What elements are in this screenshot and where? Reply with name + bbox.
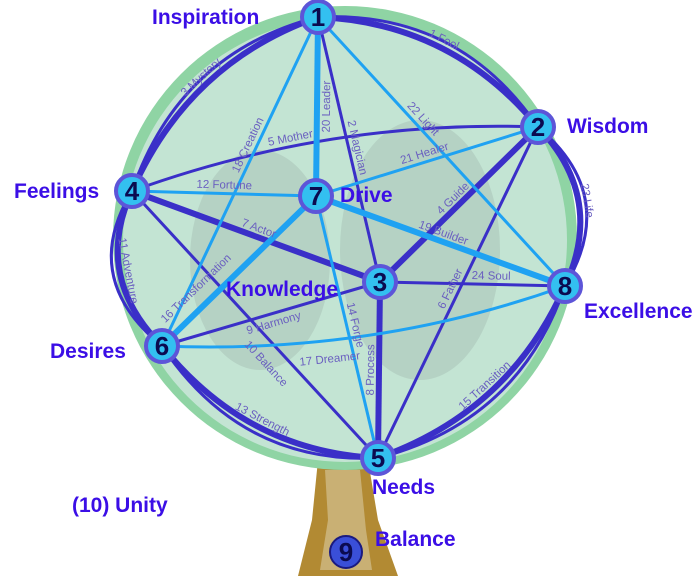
node-number: 2	[531, 112, 545, 142]
path-label: 24 Soul	[472, 270, 511, 283]
node-label-desires: Desires	[50, 340, 126, 363]
node-9[interactable]: 9	[329, 535, 363, 569]
path-7	[130, 188, 382, 285]
node-label-drive: Drive	[340, 184, 393, 207]
node-label-wisdom: Wisdom	[567, 115, 649, 138]
node-8[interactable]: 8	[547, 268, 583, 304]
path-1	[317, 14, 541, 129]
path-3	[129, 14, 320, 193]
path-2	[316, 16, 382, 283]
path-22	[316, 15, 567, 288]
node-number: 9	[339, 537, 353, 567]
node-7[interactable]: 7	[298, 178, 334, 214]
path-outer-ring	[160, 345, 379, 460]
node-6[interactable]: 6	[144, 328, 180, 364]
node-sphere	[329, 535, 363, 569]
unity-label: (10) Unity	[72, 494, 168, 517]
path-outer-ring	[377, 285, 567, 460]
path-outer-ring	[130, 15, 319, 192]
path-9	[161, 280, 381, 348]
node-number: 5	[371, 443, 385, 473]
node-number: 6	[155, 331, 169, 361]
node-circle	[144, 328, 180, 364]
path-12	[131, 189, 317, 198]
node-number: 8	[558, 271, 572, 301]
path-15	[377, 284, 568, 461]
path-outer-ring	[537, 125, 589, 287]
path-label: 23 Life	[578, 183, 596, 219]
path-outer-ring	[317, 15, 540, 128]
path-18	[160, 16, 320, 347]
node-circle	[362, 264, 398, 300]
node-label-feelings: Feelings	[14, 180, 100, 203]
node-circle	[114, 173, 150, 209]
path-8	[375, 281, 383, 459]
node-circle	[547, 268, 583, 304]
node-label-needs: Needs	[372, 476, 436, 499]
node-5[interactable]: 5	[360, 440, 396, 476]
node-circle	[520, 109, 556, 145]
path-24	[379, 280, 566, 288]
node-2[interactable]: 2	[520, 109, 556, 145]
path-label: 20 Leader	[321, 80, 334, 132]
path-20	[313, 16, 321, 197]
node-1[interactable]: 1	[300, 0, 336, 35]
path-outer-ring	[109, 190, 163, 348]
path-4	[377, 124, 541, 285]
node-circle	[300, 0, 336, 35]
path-11	[114, 189, 165, 349]
node-circle	[360, 440, 396, 476]
node-4[interactable]: 4	[114, 173, 150, 209]
node-number: 3	[373, 267, 387, 297]
path-5	[131, 124, 539, 193]
node-number: 1	[311, 2, 325, 32]
node-label-balance: Balance	[375, 528, 456, 551]
path-17	[161, 284, 566, 349]
path-23	[535, 124, 584, 288]
node-label-knowledge: Knowledge	[226, 278, 339, 301]
path-19	[314, 193, 567, 289]
path-14	[314, 195, 380, 459]
node-label-excellence: Excellence	[584, 300, 693, 323]
path-label: 12 Fortune	[196, 179, 252, 193]
node-label-inspiration: Inspiration	[152, 6, 260, 29]
path-16	[159, 193, 319, 349]
node-3[interactable]: 3	[362, 264, 398, 300]
path-10	[130, 189, 380, 460]
path-21	[315, 125, 539, 198]
path-6	[376, 126, 540, 459]
node-number: 7	[309, 181, 323, 211]
node-circle	[298, 178, 334, 214]
path-label: 8 Process	[365, 344, 378, 396]
canopy-shade	[190, 150, 330, 370]
tree-illustration	[113, 6, 577, 576]
path-13	[159, 344, 379, 461]
node-number: 4	[125, 176, 140, 206]
